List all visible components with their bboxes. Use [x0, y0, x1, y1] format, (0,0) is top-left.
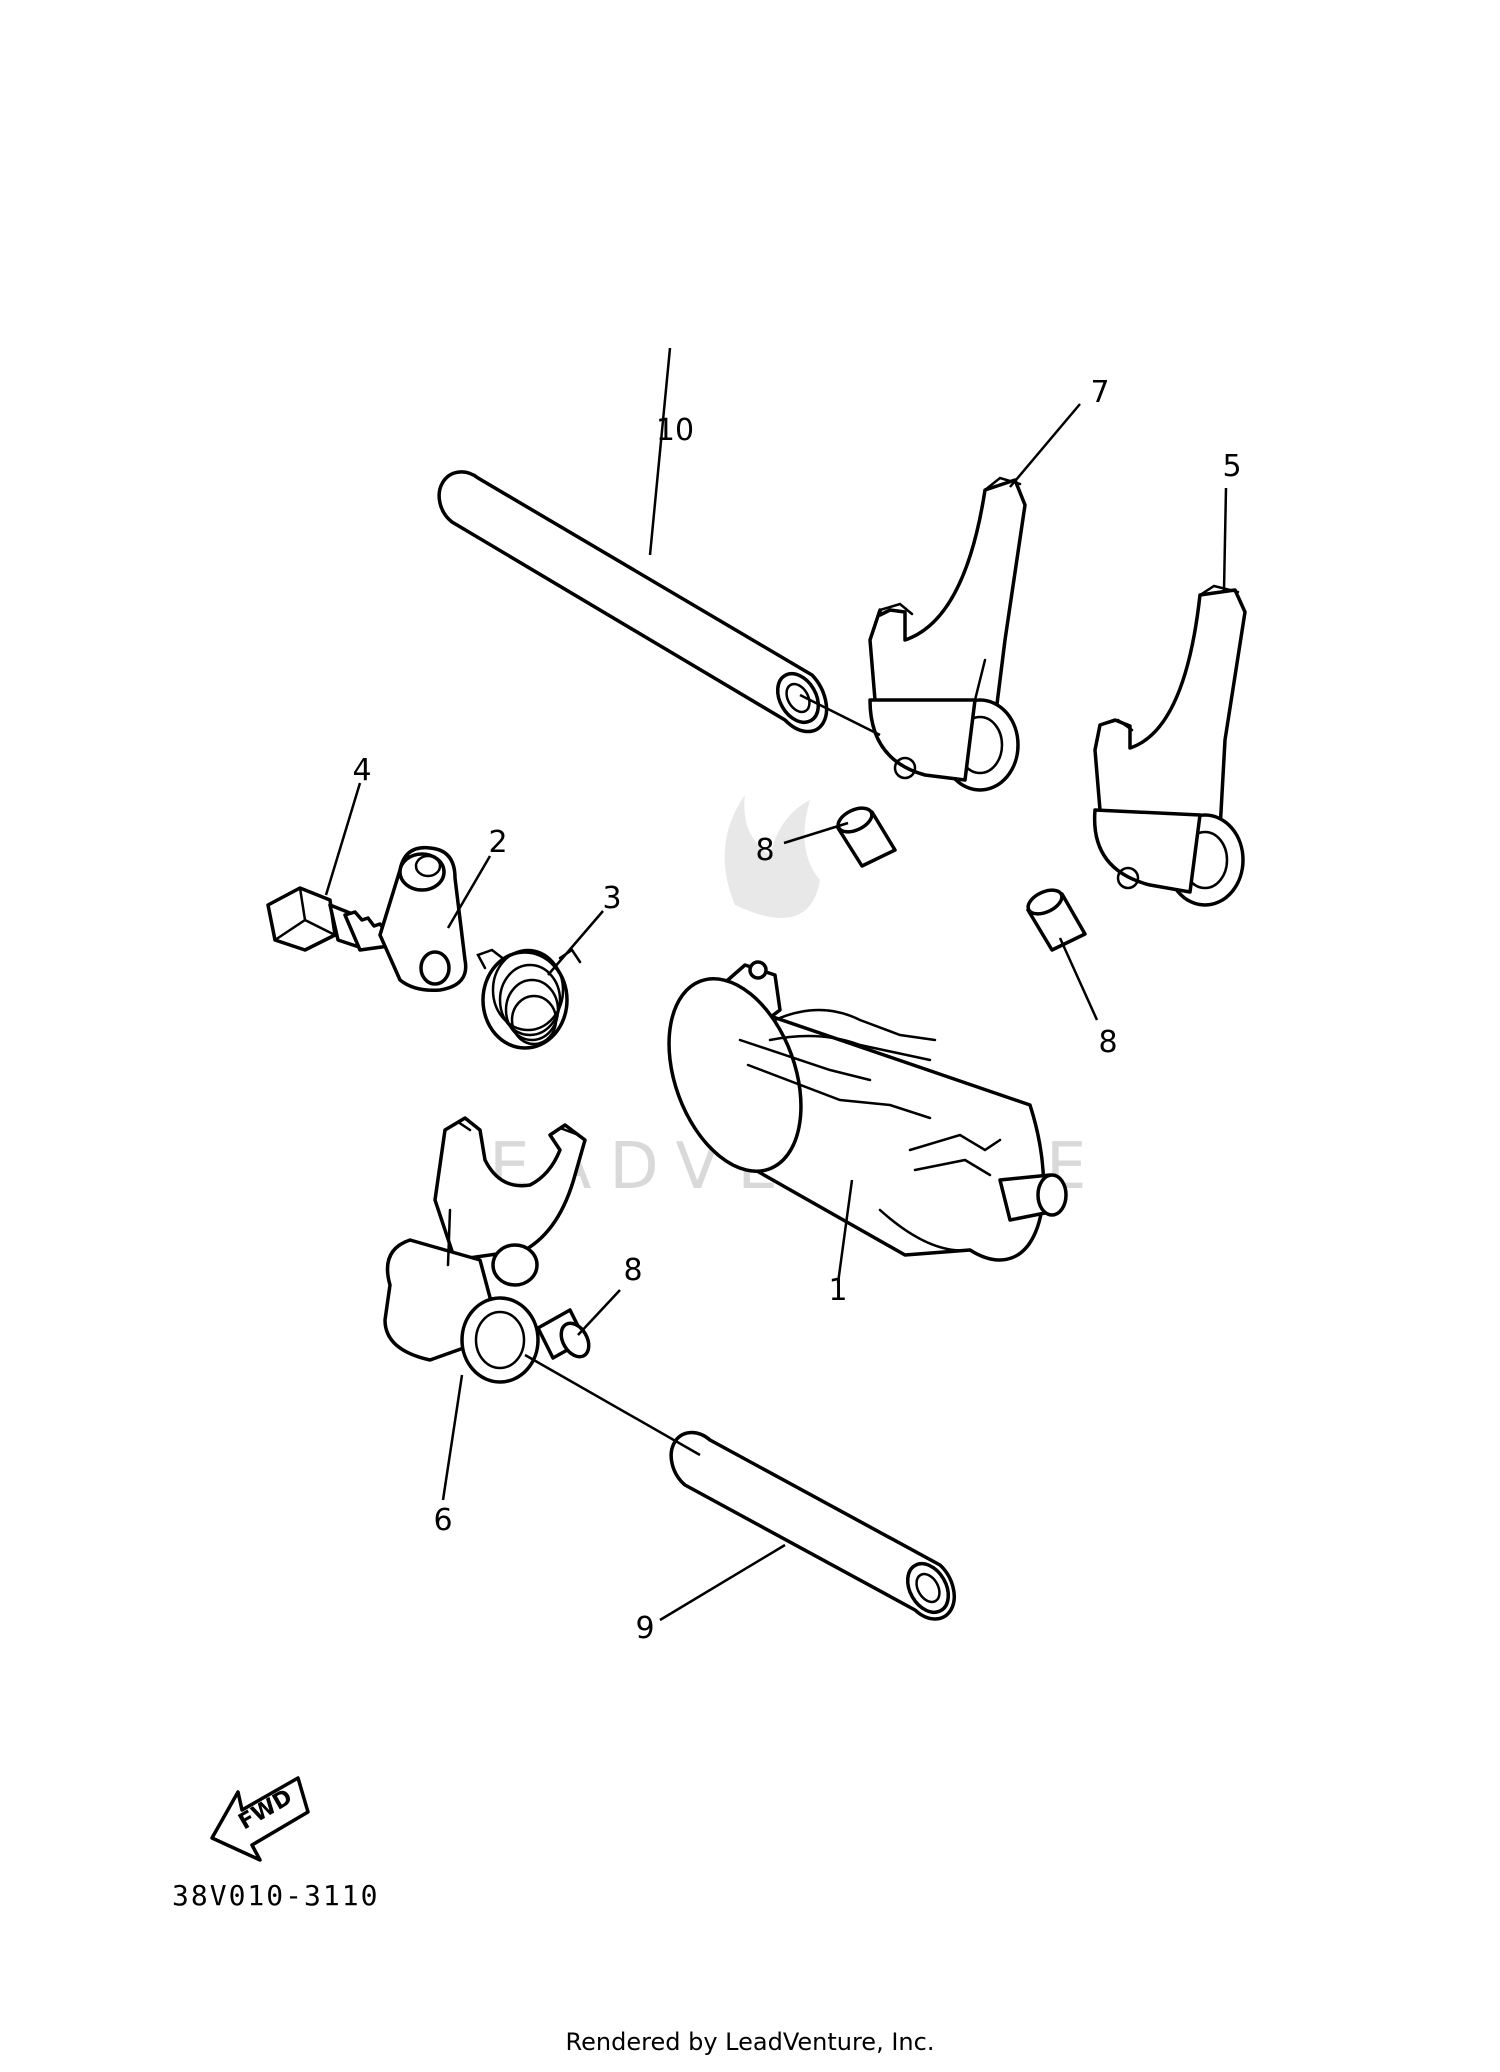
callout-10: 10 — [656, 413, 694, 448]
leader-8c — [577, 1289, 621, 1336]
leader-1 — [836, 1179, 854, 1284]
assembly-line-lower — [524, 1353, 701, 1457]
leader-4 — [324, 782, 362, 896]
leader-10 — [648, 347, 672, 556]
leader-5 — [1222, 487, 1228, 591]
leader-6 — [441, 1374, 464, 1501]
leader-9 — [659, 1543, 786, 1622]
part-8-guide-pin-right[interactable] — [1024, 885, 1087, 952]
leader-8b — [1058, 937, 1099, 1021]
part-8-guide-pin-lower[interactable] — [536, 1308, 594, 1362]
leader-3 — [547, 910, 604, 976]
render-credit: Rendered by LeadVenture, Inc. — [566, 2028, 935, 2056]
part-7-shift-fork[interactable] — [868, 476, 1027, 792]
callout-7: 7 — [1090, 375, 1109, 410]
callout-2: 2 — [488, 825, 507, 860]
fwd-arrow-icon: FWD — [210, 1776, 310, 1862]
part-2-stopper-lever[interactable] — [378, 845, 468, 993]
callout-8-right: 8 — [1098, 1025, 1117, 1060]
watermark-flame-icon — [724, 795, 820, 918]
callout-5: 5 — [1222, 449, 1241, 484]
part-6-shift-fork[interactable] — [383, 1116, 587, 1384]
leader-7 — [1009, 403, 1081, 488]
callout-8-lower: 8 — [623, 1253, 642, 1288]
leader-lines — [324, 347, 1228, 1622]
part-8-guide-pin-upper[interactable] — [834, 803, 897, 868]
part-5-shift-fork[interactable] — [1092, 584, 1247, 907]
callout-6: 6 — [433, 1503, 452, 1538]
callout-4: 4 — [352, 753, 371, 788]
part-1-shift-cam[interactable] — [644, 960, 1068, 1262]
leader-8a — [783, 821, 849, 845]
part-3-torsion-spring[interactable] — [476, 948, 582, 1050]
assembly-line-upper — [799, 693, 881, 737]
callout-9: 9 — [635, 1611, 654, 1646]
callouts: 10 7 5 4 2 3 8 8 8 1 6 9 — [352, 375, 1241, 1646]
part-10-shift-fork-shaft[interactable] — [437, 470, 829, 734]
leader-2 — [446, 855, 492, 929]
part-9-shift-fork-shaft[interactable] — [669, 1430, 956, 1621]
callout-3: 3 — [602, 881, 621, 916]
callout-1: 1 — [828, 1273, 847, 1308]
callout-8-upper: 8 — [755, 833, 774, 868]
diagram-code: 38V010-3110 — [172, 1879, 379, 1912]
part-4-bolt[interactable] — [266, 886, 398, 952]
